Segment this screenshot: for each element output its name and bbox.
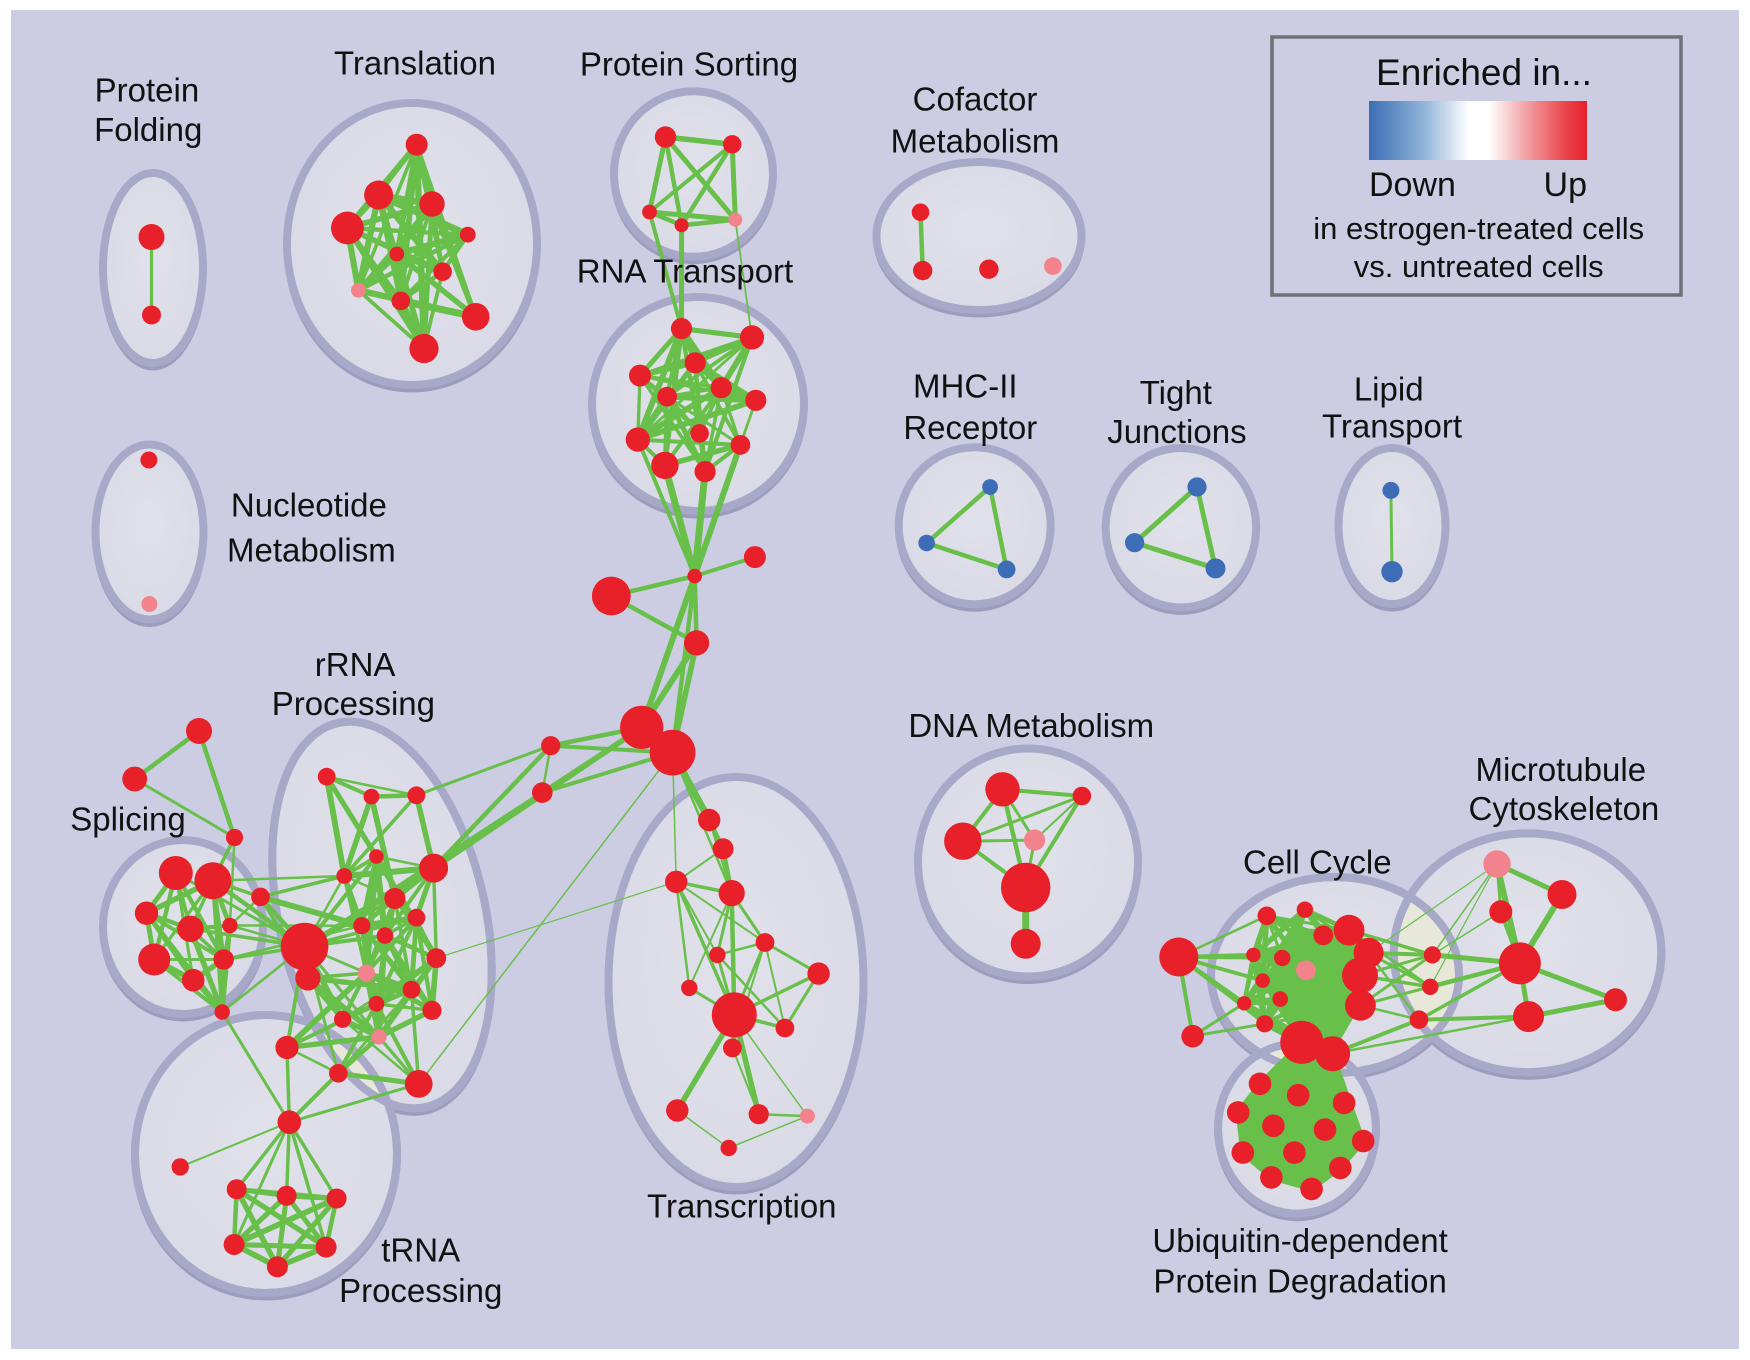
svg-text:in estrogen-treated cells: in estrogen-treated cells [1313,211,1644,246]
svg-text:Cell Cycle: Cell Cycle [1243,844,1392,881]
svg-text:Processing: Processing [339,1272,502,1309]
svg-text:Metabolism: Metabolism [227,532,396,569]
svg-text:Lipid: Lipid [1354,371,1424,408]
svg-text:DNA Metabolism: DNA Metabolism [908,707,1154,744]
svg-text:Protein Sorting: Protein Sorting [580,46,798,83]
svg-text:Splicing: Splicing [70,801,186,838]
svg-text:Up: Up [1544,166,1587,204]
svg-text:Metabolism: Metabolism [891,123,1060,160]
svg-text:Protein Degradation: Protein Degradation [1153,1262,1447,1299]
svg-text:tRNA: tRNA [381,1231,460,1268]
svg-text:Receptor: Receptor [903,409,1037,446]
svg-text:Enriched in...: Enriched in... [1376,52,1592,93]
svg-text:Microtubule: Microtubule [1476,751,1647,788]
svg-text:Cofactor: Cofactor [913,81,1038,118]
svg-text:RNA Transport: RNA Transport [577,253,793,290]
svg-text:Transcription: Transcription [647,1188,837,1225]
svg-text:Transport: Transport [1322,407,1462,444]
svg-text:Protein: Protein [95,72,200,109]
svg-text:vs. untreated cells: vs. untreated cells [1354,249,1604,284]
svg-text:MHC-II: MHC-II [913,367,1017,404]
svg-text:rRNA: rRNA [315,646,396,683]
svg-text:Nucleotide: Nucleotide [231,487,387,524]
svg-text:Tight: Tight [1140,374,1212,411]
svg-text:Down: Down [1369,166,1456,204]
svg-text:Folding: Folding [94,111,202,148]
svg-text:Cytoskeleton: Cytoskeleton [1469,790,1660,827]
svg-text:Translation: Translation [334,45,496,82]
svg-text:Junctions: Junctions [1107,413,1246,450]
svg-text:Processing: Processing [272,685,435,722]
svg-text:Ubiquitin-dependent: Ubiquitin-dependent [1152,1222,1447,1259]
